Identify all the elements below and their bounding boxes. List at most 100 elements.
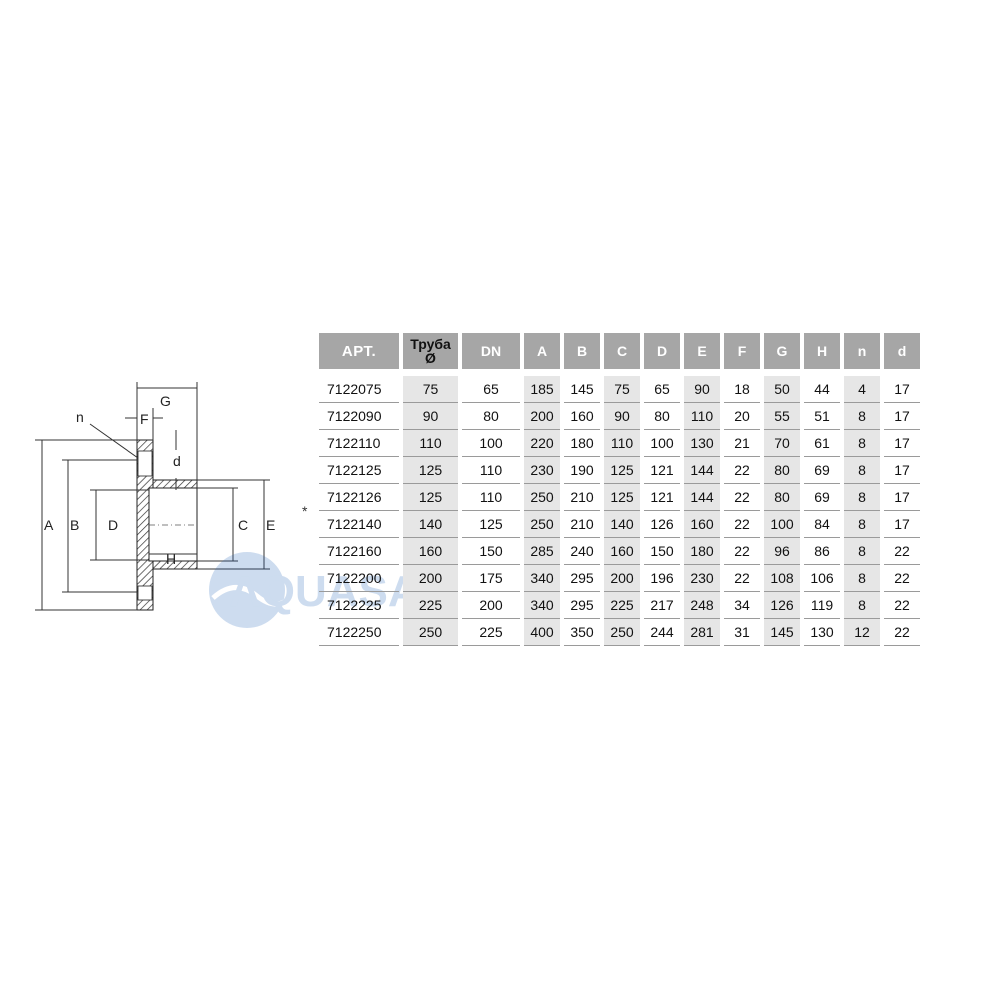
label-D: D xyxy=(108,517,118,533)
label-F: F xyxy=(140,411,149,427)
cell-dd: 17 xyxy=(884,376,920,403)
header-n: n xyxy=(844,333,880,376)
label-A: A xyxy=(44,517,54,533)
cell-d: 100 xyxy=(644,430,680,457)
cell-h: 44 xyxy=(804,376,840,403)
cell-g: 80 xyxy=(764,457,800,484)
cell-b: 180 xyxy=(564,430,600,457)
cell-c: 200 xyxy=(604,565,640,592)
cell-dn: 150 xyxy=(462,538,520,565)
cell-e: 144 xyxy=(684,484,720,511)
cell-art: 7122126 xyxy=(319,484,399,511)
cell-dn: 200 xyxy=(462,592,520,619)
cell-dn: 110 xyxy=(462,457,520,484)
cell-e: 160 xyxy=(684,511,720,538)
cell-f: 18 xyxy=(724,376,760,403)
cell-dn: 100 xyxy=(462,430,520,457)
label-B: B xyxy=(70,517,79,533)
cell-g: 50 xyxy=(764,376,800,403)
header-dn: DN xyxy=(462,333,520,376)
cell-f: 22 xyxy=(724,511,760,538)
cell-art: 7122125 xyxy=(319,457,399,484)
cell-b: 295 xyxy=(564,565,600,592)
header-b: B xyxy=(564,333,600,376)
cell-g: 126 xyxy=(764,592,800,619)
cell-g: 80 xyxy=(764,484,800,511)
cell-h: 69 xyxy=(804,457,840,484)
cell-d: 121 xyxy=(644,457,680,484)
cell-d: 244 xyxy=(644,619,680,646)
header-e: E xyxy=(684,333,720,376)
cell-c: 250 xyxy=(604,619,640,646)
cell-pipe: 125 xyxy=(403,457,458,484)
label-G: G xyxy=(160,393,171,409)
cell-n: 8 xyxy=(844,565,880,592)
cell-a: 340 xyxy=(524,592,560,619)
label-E: E xyxy=(266,517,275,533)
cell-h: 69 xyxy=(804,484,840,511)
cell-pipe: 110 xyxy=(403,430,458,457)
cell-d: 196 xyxy=(644,565,680,592)
cell-art: 7122225 xyxy=(319,592,399,619)
cell-dd: 22 xyxy=(884,592,920,619)
cell-dd: 17 xyxy=(884,511,920,538)
cell-pipe: 225 xyxy=(403,592,458,619)
cell-dd: 17 xyxy=(884,484,920,511)
label-H: H xyxy=(166,551,176,567)
cell-f: 22 xyxy=(724,565,760,592)
header-pipe-line2: Ø xyxy=(425,350,436,366)
cell-art: 7122200 xyxy=(319,565,399,592)
cell-dd: 17 xyxy=(884,403,920,430)
header-pipe-line1: Труба xyxy=(410,336,451,352)
cell-a: 400 xyxy=(524,619,560,646)
cell-e: 144 xyxy=(684,457,720,484)
cell-art: 7122250 xyxy=(319,619,399,646)
cell-e: 230 xyxy=(684,565,720,592)
cell-g: 70 xyxy=(764,430,800,457)
cell-dn: 110 xyxy=(462,484,520,511)
cell-dn: 80 xyxy=(462,403,520,430)
cell-c: 140 xyxy=(604,511,640,538)
cell-a: 185 xyxy=(524,376,560,403)
cell-dd: 22 xyxy=(884,538,920,565)
cell-e: 110 xyxy=(684,403,720,430)
cell-e: 180 xyxy=(684,538,720,565)
cell-dn: 225 xyxy=(462,619,520,646)
cell-g: 100 xyxy=(764,511,800,538)
table-header-row: АРТ. Труба Ø DN A B C D E F G H n d xyxy=(319,333,920,376)
cell-art: 7122090 xyxy=(319,403,399,430)
cell-d: 80 xyxy=(644,403,680,430)
cell-b: 190 xyxy=(564,457,600,484)
label-C: C xyxy=(238,517,248,533)
cell-h: 86 xyxy=(804,538,840,565)
cell-pipe: 250 xyxy=(403,619,458,646)
cell-dn: 65 xyxy=(462,376,520,403)
cell-n: 8 xyxy=(844,538,880,565)
header-a: A xyxy=(524,333,560,376)
cell-b: 210 xyxy=(564,484,600,511)
row-marker-star: * xyxy=(302,503,308,519)
cell-e: 248 xyxy=(684,592,720,619)
header-h: H xyxy=(804,333,840,376)
cell-d: 150 xyxy=(644,538,680,565)
label-d: d xyxy=(173,453,181,469)
cell-pipe: 160 xyxy=(403,538,458,565)
cell-dd: 22 xyxy=(884,565,920,592)
cell-c: 125 xyxy=(604,457,640,484)
cell-n: 4 xyxy=(844,376,880,403)
cell-b: 160 xyxy=(564,403,600,430)
dimension-lines xyxy=(35,382,270,611)
cell-f: 22 xyxy=(724,538,760,565)
cell-e: 90 xyxy=(684,376,720,403)
cell-g: 96 xyxy=(764,538,800,565)
cell-pipe: 200 xyxy=(403,565,458,592)
cell-a: 230 xyxy=(524,457,560,484)
cell-h: 84 xyxy=(804,511,840,538)
cell-f: 22 xyxy=(724,457,760,484)
cell-d: 121 xyxy=(644,484,680,511)
